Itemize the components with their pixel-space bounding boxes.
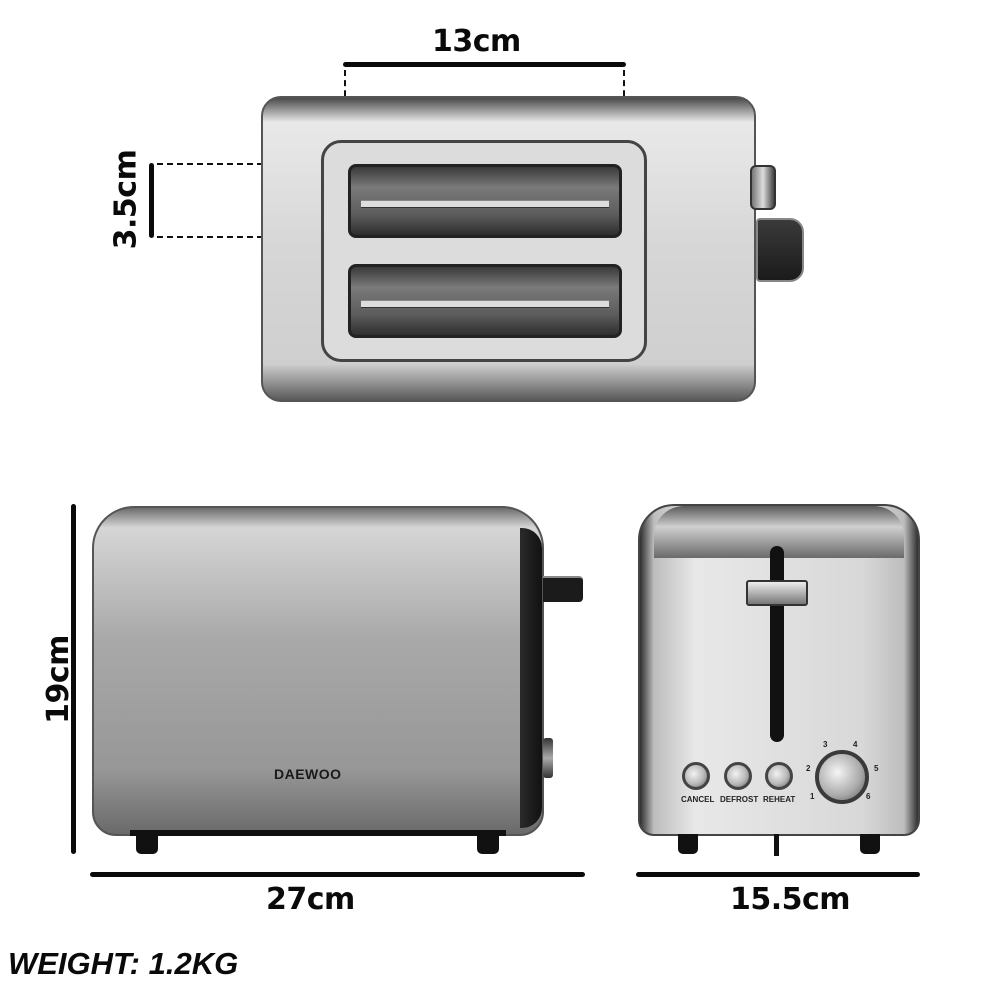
reheat-button[interactable] [765,762,793,790]
length-bar [90,872,585,877]
foot-left [136,832,158,854]
slot-length-label: 13cm [432,24,521,59]
knob-side [543,738,553,778]
side-edge-dark [520,528,542,828]
front-foot-left [678,834,698,854]
lever-handle [746,580,808,606]
weight-label: WEIGHT: 1.2KG [8,946,239,981]
brand-logo: DAEWOO [274,766,342,782]
cancel-label: CANCEL [681,795,715,804]
slot-width-label: 3.5cm [108,149,144,250]
base-strip [130,830,506,836]
front-view: CANCEL DEFROST REHEAT 1 2 3 4 5 6 15.5cm [620,480,992,940]
dial-setting-4: 4 [853,740,858,749]
slot-width-guide-bottom [157,236,353,238]
front-foot-right [860,834,880,854]
defrost-button[interactable] [724,762,752,790]
cord-stub [774,834,779,856]
slot-width-bar [149,163,154,238]
foot-right [477,832,499,854]
depth-label: 15.5cm [730,882,851,917]
length-label: 27cm [266,882,355,917]
browning-dial[interactable] [815,750,869,804]
depth-bar [636,872,920,877]
cancel-button[interactable] [682,762,710,790]
defrost-label: DEFROST [720,795,759,804]
dial-setting-1: 1 [810,792,815,801]
bread-slot-2 [348,264,622,338]
browning-knob-top [750,165,776,210]
slot-length-bar [343,62,626,67]
dial-setting-5: 5 [874,764,879,773]
dial-setting-3: 3 [823,740,828,749]
reheat-label: REHEAT [763,795,796,804]
slot-width-guide-top [157,163,353,165]
toaster-front-body: CANCEL DEFROST REHEAT 1 2 3 4 5 6 [638,504,920,836]
lever-slot [770,546,784,742]
toaster-side-body: DAEWOO [92,506,544,836]
dial-setting-2: 2 [806,764,811,773]
toaster-top-body [261,96,756,402]
top-view: 13cm 3.5cm [0,0,992,420]
lever-side [543,576,583,602]
height-bar [71,504,76,854]
dial-setting-6: 6 [866,792,871,801]
height-label: 19cm [40,635,76,724]
side-view: 19cm DAEWOO 27cm [0,480,620,940]
bread-slot-1 [348,164,622,238]
lever-top [756,218,804,282]
